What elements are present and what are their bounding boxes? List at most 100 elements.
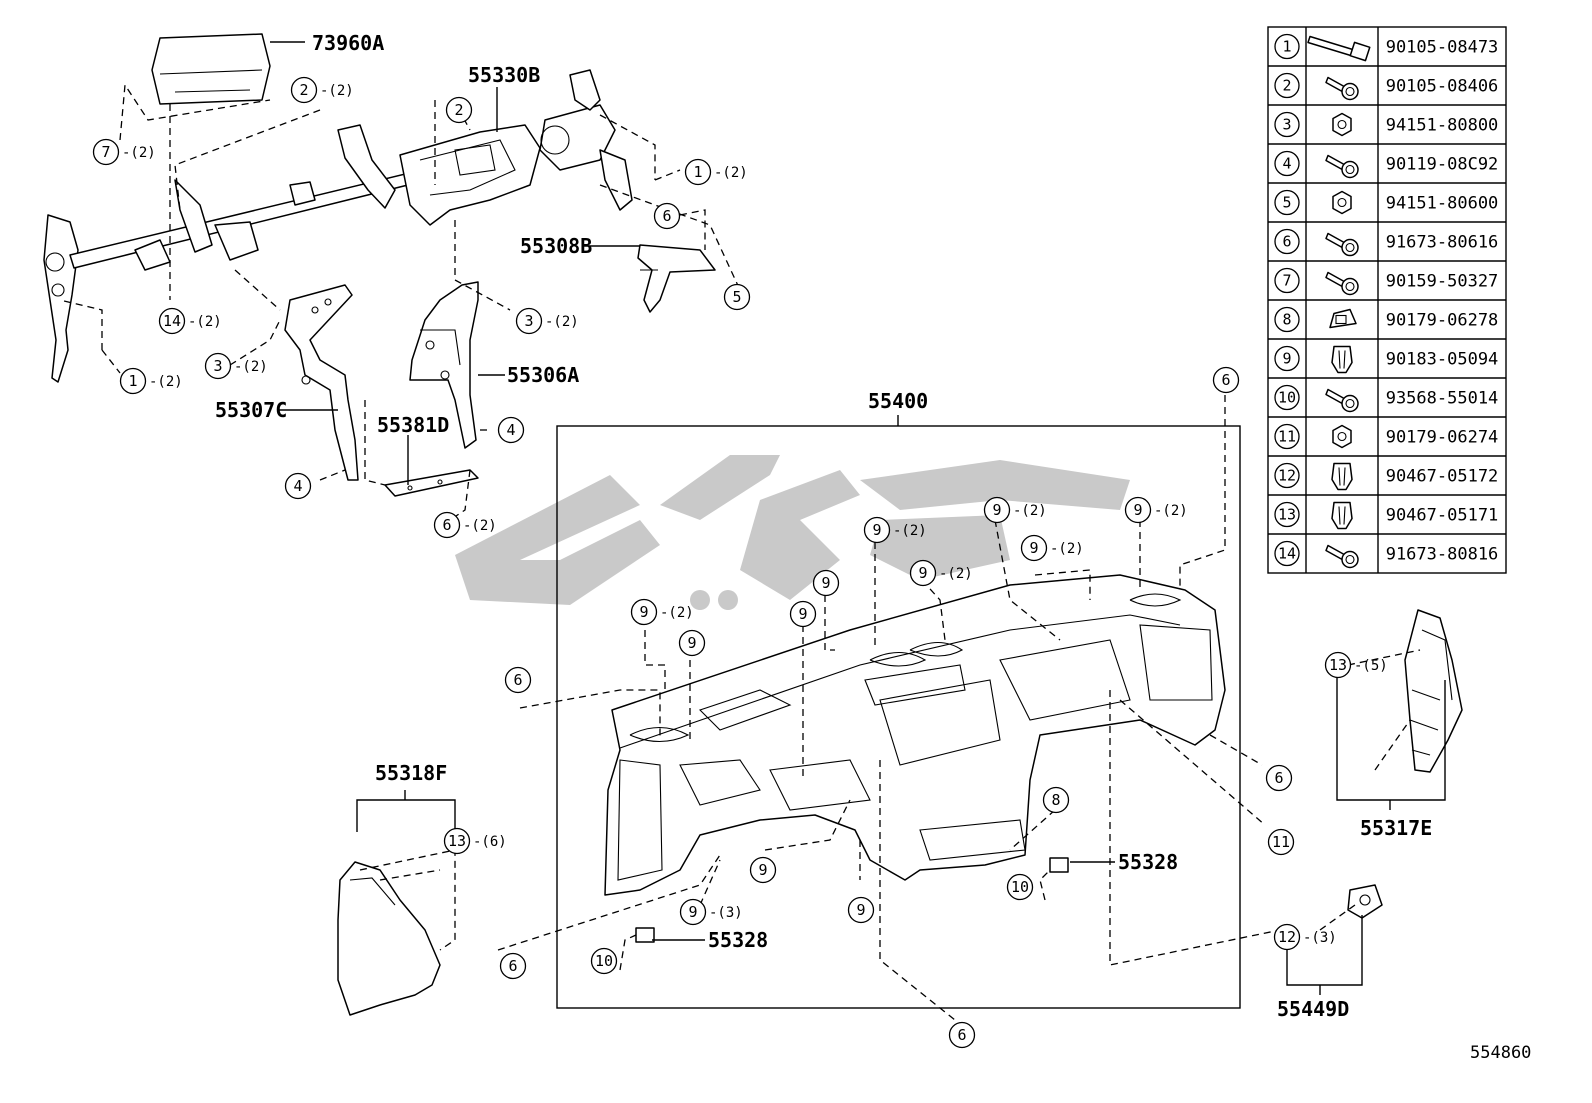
bracket-55381D xyxy=(384,469,479,497)
callout-qty: -(2) xyxy=(188,314,222,330)
fastener-part-number: 90179-06274 xyxy=(1386,428,1499,448)
callout-circle xyxy=(433,511,461,539)
callout-5: 5 xyxy=(723,283,751,311)
callout-9: 9 xyxy=(789,600,817,628)
callout-circle xyxy=(723,283,751,311)
fastener-num: 1 xyxy=(1282,38,1291,56)
callout-num: 9 xyxy=(688,903,697,921)
watermark-logo xyxy=(455,455,1130,610)
callout-num: 3 xyxy=(213,357,222,375)
callout-circle xyxy=(948,1021,976,1049)
label-55400: 55400 xyxy=(868,389,928,413)
label-55307C: 55307C xyxy=(215,398,287,422)
callout-circle xyxy=(204,352,232,380)
callout-num: 9 xyxy=(687,634,696,652)
callout-circle xyxy=(443,827,471,855)
callout-circle xyxy=(1274,462,1300,489)
callout-qty: -(2) xyxy=(545,314,579,330)
part-labels: 73960A 55330B 55308B 55306A 55307C 55381… xyxy=(215,31,1531,1063)
diagram-id: 554860 xyxy=(1470,1043,1531,1063)
fastener-part-number: 90105-08473 xyxy=(1386,38,1499,58)
callout-2: 2-(2) xyxy=(290,76,354,104)
long-bolt-icon xyxy=(1307,35,1371,62)
callout-circle xyxy=(1274,384,1300,411)
callout-circle xyxy=(515,307,543,335)
callout-circle xyxy=(590,947,618,975)
callout-circle xyxy=(1274,111,1300,138)
fastener-row-7: 7 90159-50327 xyxy=(1274,267,1499,296)
callout-circle xyxy=(1274,306,1300,333)
callout-circle xyxy=(1274,150,1300,177)
fastener-num: 4 xyxy=(1282,155,1291,173)
callout-6: 6 xyxy=(653,202,681,230)
callout-qty: -(3) xyxy=(1303,930,1337,946)
fastener-part-number: 90105-08406 xyxy=(1386,77,1499,97)
steering-support-beam xyxy=(43,69,633,383)
bracket-55306A xyxy=(409,281,479,449)
clip-icon xyxy=(1331,345,1353,374)
callout-num: 9 xyxy=(1029,539,1038,557)
callout-6: 6 xyxy=(948,1021,976,1049)
callout-num: 12 xyxy=(1278,928,1296,946)
callout-circle xyxy=(847,896,875,924)
callout-circle xyxy=(1274,189,1300,216)
callout-num: 6 xyxy=(957,1026,966,1044)
side-panel-55318F xyxy=(337,861,441,1016)
fastener-part-number: 93568-55014 xyxy=(1386,389,1499,409)
callout-circle xyxy=(290,76,318,104)
fastener-row-1: 1 90105-08473 xyxy=(1274,33,1499,62)
callout-qty: -(2) xyxy=(122,145,156,161)
callout-qty: -(5) xyxy=(1354,658,1388,674)
bracket-55308B xyxy=(637,244,716,313)
fastener-num: 14 xyxy=(1278,545,1296,563)
callout-9: 9 xyxy=(847,896,875,924)
fastener-num: 7 xyxy=(1282,272,1291,290)
callout-num: 9 xyxy=(1133,501,1142,519)
callout-circle xyxy=(684,158,712,186)
callout-num: 10 xyxy=(1011,878,1029,896)
callout-num: 9 xyxy=(856,901,865,919)
callout-circle xyxy=(812,569,840,597)
fastener-num: 8 xyxy=(1282,311,1291,329)
fastener-num: 5 xyxy=(1282,194,1291,212)
callout-num: 13 xyxy=(1329,656,1347,674)
callout-num: 1 xyxy=(128,372,137,390)
callout-qty: -(2) xyxy=(714,165,748,181)
callout-6: 6-(2) xyxy=(433,511,497,539)
bracket-55307C xyxy=(284,284,359,481)
fastener-part-number: 90179-06278 xyxy=(1386,311,1499,331)
callout-12: 12 -(3) xyxy=(1273,923,1337,951)
callout-13: 13 -(5) xyxy=(1324,651,1388,679)
fastener-part-number: 90159-50327 xyxy=(1386,272,1499,292)
callout-circle xyxy=(630,598,658,626)
callout-qty: -(2) xyxy=(149,374,183,390)
callout-circle xyxy=(1274,423,1300,450)
callout-6: 6 xyxy=(499,952,527,980)
fastener-part-number: 90183-05094 xyxy=(1386,350,1499,370)
callout-num: 9 xyxy=(992,501,1001,519)
fastener-part-number: 90467-05172 xyxy=(1386,467,1499,487)
callout-num: 8 xyxy=(1051,791,1060,809)
callout-num: 1 xyxy=(693,163,702,181)
callout-qty: -(2) xyxy=(939,566,973,582)
callout-9: 9 xyxy=(812,569,840,597)
callout-circle xyxy=(1274,228,1300,255)
callout-circle xyxy=(1042,786,1070,814)
clip-nut-icon xyxy=(1329,308,1357,329)
callout-qty: -(2) xyxy=(893,523,927,539)
nut-icon xyxy=(1332,190,1352,215)
callout-circle xyxy=(1274,72,1300,99)
bolt-icon xyxy=(1325,76,1359,101)
callout-qty: -(2) xyxy=(1013,503,1047,519)
fastener-num: 6 xyxy=(1282,233,1291,251)
callout-3: 3-(2) xyxy=(515,307,579,335)
callout-11: 11 xyxy=(1267,828,1295,856)
callout-circle xyxy=(909,559,937,587)
